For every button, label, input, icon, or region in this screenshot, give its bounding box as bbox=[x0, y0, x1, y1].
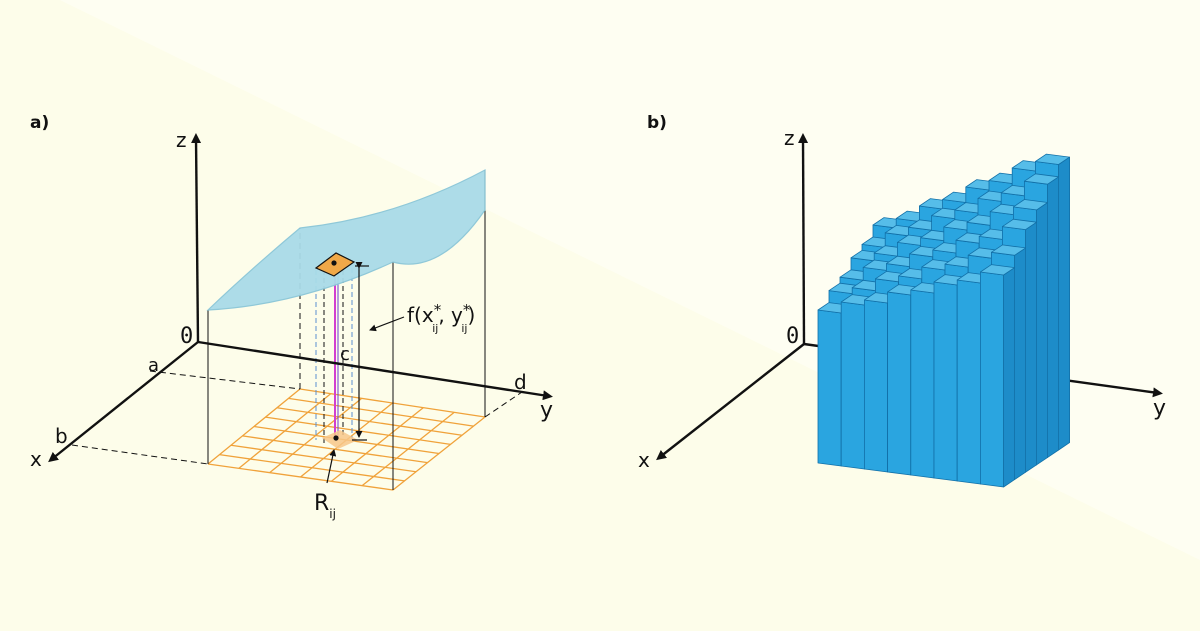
function-value-label: f(x*ij, y*ij) bbox=[407, 301, 475, 335]
function-surface bbox=[206, 169, 486, 311]
origin-label-a: 0 bbox=[180, 324, 193, 349]
column-lines bbox=[315, 264, 353, 445]
bar-front-face bbox=[887, 291, 912, 476]
tick-a-label: a bbox=[148, 355, 159, 376]
bar-top-face bbox=[1035, 153, 1070, 165]
bar-side-face bbox=[1003, 267, 1015, 488]
bar-front-face bbox=[817, 309, 842, 467]
bar-front-face bbox=[980, 271, 1004, 488]
axes-a bbox=[48, 133, 553, 463]
grid-line bbox=[276, 407, 463, 436]
grid-line bbox=[219, 453, 405, 482]
bar-side-face bbox=[1025, 221, 1037, 473]
tick-b-label: b bbox=[55, 424, 68, 448]
bar-top-face bbox=[1002, 218, 1037, 231]
origin-label-b: 0 bbox=[786, 324, 799, 349]
surface-sample-point bbox=[331, 260, 337, 266]
z-axis-label-a: z bbox=[176, 128, 187, 152]
z-axis-label-b: z bbox=[784, 126, 795, 150]
bar-side-face bbox=[1047, 176, 1059, 458]
bar-top-face bbox=[1024, 173, 1059, 185]
label-pointers bbox=[326, 316, 405, 484]
tick-c-label: c bbox=[340, 344, 350, 365]
grid-line bbox=[207, 463, 394, 491]
y-axis-label-a: y bbox=[540, 398, 553, 423]
bar-top-face bbox=[980, 264, 1015, 276]
z-axis-b bbox=[798, 133, 809, 345]
riemann-bars bbox=[817, 153, 1070, 488]
rectangle-label: Rij bbox=[314, 491, 336, 521]
base-patch bbox=[322, 430, 358, 449]
bar-top-face bbox=[991, 244, 1026, 256]
panel-a: a) bbox=[30, 113, 553, 521]
tick-d-label: d bbox=[514, 370, 527, 394]
x-axis-label-b: x bbox=[638, 448, 650, 472]
bar-side-face bbox=[1014, 247, 1026, 481]
bar-front-face bbox=[910, 289, 935, 479]
base-grid bbox=[207, 388, 486, 491]
bar-front-face bbox=[933, 281, 958, 482]
bar-front-face bbox=[840, 301, 865, 470]
x-axis-label-a: x bbox=[30, 447, 42, 471]
grid-line bbox=[288, 397, 474, 427]
x-axis-b bbox=[656, 343, 805, 461]
panel-a-label: a) bbox=[30, 113, 49, 133]
bar-top-face bbox=[1013, 199, 1048, 211]
base-sample-point bbox=[333, 435, 339, 441]
grid-line bbox=[230, 444, 417, 473]
surface-support-lines bbox=[207, 170, 486, 490]
bar-side-face bbox=[1036, 202, 1048, 466]
y-axis-label-b: y bbox=[1153, 396, 1166, 421]
bar-front-face bbox=[956, 279, 981, 485]
panel-b: b) z y x 0 bbox=[638, 113, 1166, 488]
x-axis-a bbox=[48, 341, 199, 463]
panel-b-label: b) bbox=[647, 113, 667, 133]
y-axis-a bbox=[197, 340, 553, 401]
bar-front-face bbox=[864, 299, 888, 473]
height-dimension bbox=[352, 262, 369, 441]
z-axis-a bbox=[191, 133, 202, 343]
bar-side-face bbox=[1058, 156, 1070, 451]
